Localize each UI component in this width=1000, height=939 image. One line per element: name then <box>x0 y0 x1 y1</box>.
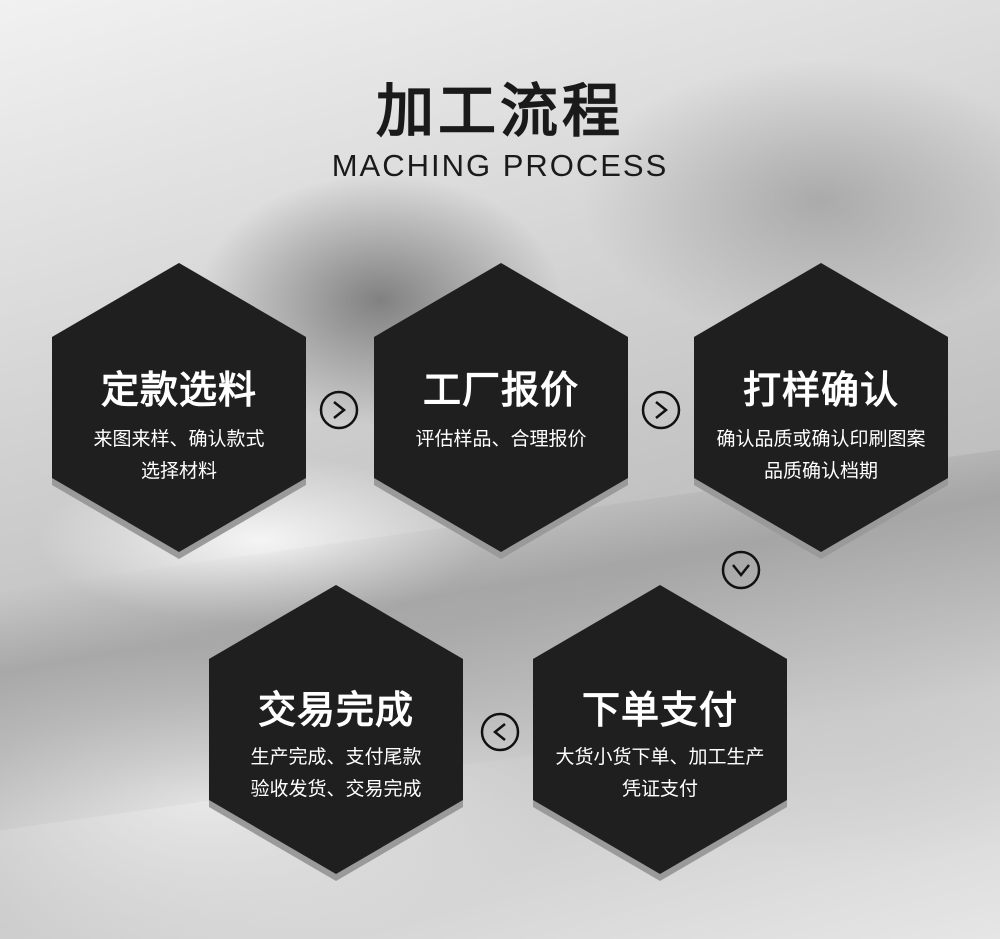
step-title: 打样确认 <box>742 368 899 412</box>
step-title: 交易完成 <box>257 688 414 732</box>
page-title: 加工流程 <box>375 77 624 145</box>
step-card-transaction-complete: 交易完成 生产完成、支付尾款 验收发货、交易完成 <box>209 585 463 881</box>
step-card-factory-quote: 工厂报价 评估样品、合理报价 <box>374 263 628 559</box>
chevron-right-icon <box>641 390 681 430</box>
chevron-left-icon <box>480 712 520 752</box>
page-subtitle: MACHING PROCESS <box>331 148 669 183</box>
step-description-line1: 生产完成、支付尾款 <box>250 746 422 768</box>
step-description-line1: 确认品质或确认印刷图案 <box>716 428 926 450</box>
step-description-line1: 来图来样、确认款式 <box>93 428 265 450</box>
hexagon-shape <box>52 263 306 559</box>
step-title: 工厂报价 <box>422 368 579 412</box>
step-card-sample-confirm: 打样确认 确认品质或确认印刷图案 品质确认档期 <box>694 263 948 559</box>
step-title: 定款选料 <box>100 368 257 412</box>
step-title: 下单支付 <box>581 688 738 732</box>
chevron-down-icon <box>721 550 761 590</box>
step-card-select-material: 定款选料 来图来样、确认款式 选择材料 <box>52 263 306 559</box>
step-description-line2: 选择材料 <box>140 460 217 482</box>
hexagon-shape <box>694 263 948 559</box>
step-description-line2: 品质确认档期 <box>763 460 878 482</box>
step-card-order-payment: 下单支付 大货小货下单、加工生产 凭证支付 <box>533 585 787 881</box>
chevron-right-icon <box>319 390 359 430</box>
step-description-line2: 凭证支付 <box>621 778 698 800</box>
hexagon-shape <box>209 585 463 881</box>
hexagon-shape <box>374 263 628 559</box>
step-description-line1: 评估样品、合理报价 <box>415 428 587 450</box>
step-description-line1: 大货小货下单、加工生产 <box>555 746 765 768</box>
hexagon-shape <box>533 585 787 881</box>
step-description-line2: 验收发货、交易完成 <box>250 778 422 800</box>
